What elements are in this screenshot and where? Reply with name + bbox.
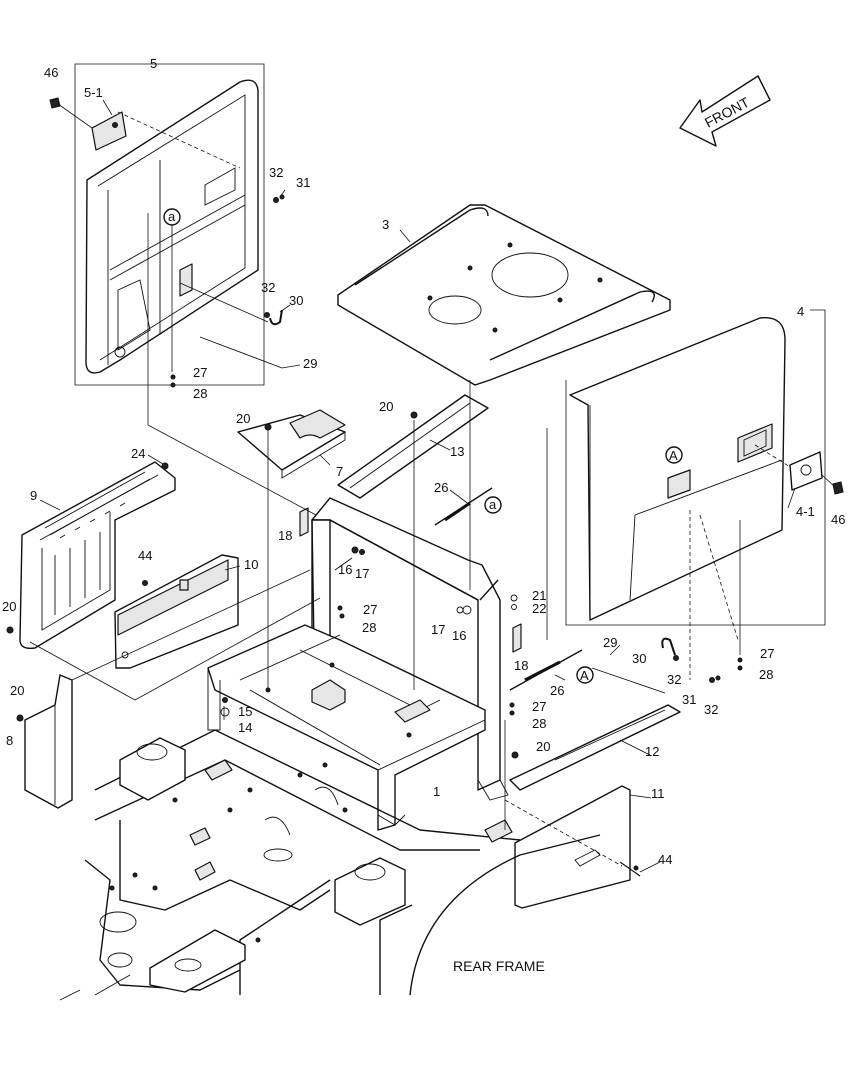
callout-c9: 9 [30, 488, 37, 503]
callout-c32a: 32 [269, 165, 283, 180]
callout-c14: 14 [238, 720, 252, 735]
rail-12 [509, 704, 681, 791]
callout-c30a: 30 [289, 293, 303, 308]
callout-c27a: 27 [193, 365, 207, 380]
callout-c4: 4 [797, 304, 804, 319]
marker-a-lower: a [484, 496, 502, 514]
callout-c21: 21 [532, 588, 546, 603]
callout-c8: 8 [6, 733, 13, 748]
callout-c3: 3 [382, 217, 389, 232]
callout-c16a: 16 [338, 562, 352, 577]
callout-c17b: 17 [431, 622, 445, 637]
hardware [6, 194, 743, 877]
callout-c1: 1 [433, 784, 440, 799]
marker-A-upper: A [665, 446, 683, 464]
callout-c20b: 20 [379, 399, 393, 414]
main-frame-1 [207, 497, 509, 831]
group-4-bracket [546, 309, 826, 640]
callout-c20a: 20 [236, 411, 250, 426]
callout-c5_1: 5-1 [84, 85, 103, 100]
rear-frame-label: REAR FRAME [453, 958, 545, 974]
strut-26-upper [434, 487, 493, 526]
callout-c24: 24 [131, 446, 145, 461]
callout-c32c: 32 [667, 672, 681, 687]
assembly-lines [29, 213, 741, 830]
callout-leaders [39, 99, 796, 873]
callout-c31b: 31 [682, 692, 696, 707]
callout-c15: 15 [238, 704, 252, 719]
callout-c20d: 20 [10, 683, 24, 698]
callout-c20e: 20 [536, 739, 550, 754]
callout-c27d: 27 [760, 646, 774, 661]
bolt-46-left [49, 97, 93, 129]
rod-29-right [591, 667, 666, 694]
marker-A-lower: A [576, 666, 594, 684]
bolt-46-right [821, 474, 844, 495]
callout-c29b: 29 [603, 635, 617, 650]
callout-c30b: 30 [632, 651, 646, 666]
plate-7 [237, 409, 346, 479]
callout-c12: 12 [645, 744, 659, 759]
callout-c26b: 26 [550, 683, 564, 698]
rear-frame [59, 729, 601, 1001]
callout-c4_1: 4-1 [796, 504, 815, 519]
callout-c26a: 26 [434, 480, 448, 495]
bracket-18-right [512, 623, 522, 653]
callout-c28a: 28 [193, 386, 207, 401]
strip-13 [337, 394, 489, 499]
callout-c44a: 44 [138, 548, 152, 563]
marker-a-upper: a [163, 208, 181, 226]
callout-c28d: 28 [759, 667, 773, 682]
callout-c44b: 44 [658, 852, 672, 867]
callout-c29a: 29 [303, 356, 317, 371]
callouts: 1 3 4 4-1 5 5-1 7 8 9 10 11 12 13 14 15 … [2, 56, 845, 867]
hinge-5-1 [91, 111, 127, 151]
callout-c11: 11 [651, 786, 665, 801]
strut-26-lower [509, 649, 583, 691]
callout-c28b: 28 [362, 620, 376, 635]
callout-c16b: 16 [452, 628, 466, 643]
callout-c32d: 32 [704, 702, 718, 717]
callout-c27c: 27 [532, 699, 546, 714]
callout-c10: 10 [244, 557, 258, 572]
bolt-24 [147, 454, 169, 470]
callout-c20c: 20 [2, 599, 16, 614]
callout-c13: 13 [450, 444, 464, 459]
callout-c17a: 17 [355, 566, 369, 581]
callout-ref_A1: A [669, 448, 678, 463]
panel-10 [114, 554, 239, 669]
callout-c31a: 31 [296, 175, 310, 190]
side-panel-4 [569, 316, 796, 621]
callout-c22: 22 [532, 601, 546, 616]
callout-c32b: 32 [261, 280, 275, 295]
callout-c28c: 28 [532, 716, 546, 731]
grille-9 [19, 461, 176, 650]
callout-c18a: 18 [278, 528, 292, 543]
callout-c46a: 46 [44, 65, 58, 80]
callout-c7: 7 [336, 464, 343, 479]
rod-29-left [199, 336, 283, 369]
callout-c5: 5 [150, 56, 157, 71]
latch-4-1 [789, 451, 823, 491]
front-arrow: FRONT [679, 75, 771, 147]
bracket-18-left [299, 507, 309, 537]
panel-8 [24, 674, 73, 809]
group-5-bracket [74, 63, 265, 386]
callout-c46b: 46 [831, 512, 845, 527]
callout-ref_A2: A [580, 668, 589, 683]
callout-ref_a1: a [168, 209, 176, 224]
callout-ref_a2: a [489, 497, 497, 512]
top-cover-3 [337, 204, 671, 386]
panel-11 [504, 785, 631, 909]
callout-c18b: 18 [514, 658, 528, 673]
callout-c27b: 27 [363, 602, 377, 617]
